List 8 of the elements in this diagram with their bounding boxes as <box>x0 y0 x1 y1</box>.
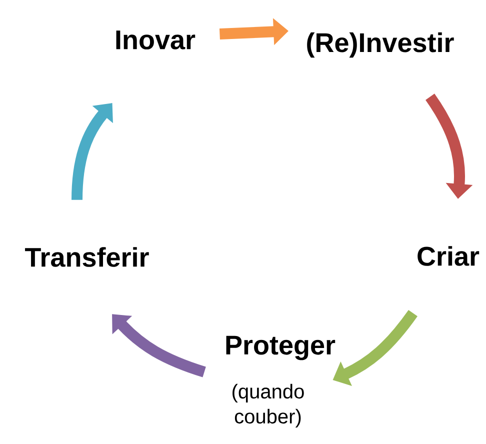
note-text: (quando couber) <box>232 384 304 428</box>
cycle-label: Proteger <box>226 336 336 360</box>
curved-arrow <box>112 314 206 378</box>
cycle-label: Inovar <box>116 30 196 50</box>
curved-arrow <box>72 103 113 200</box>
cycle-label: Criar <box>418 246 480 266</box>
cycle-label: Transferir <box>25 247 149 267</box>
cycle-label: (Re)Investir <box>307 32 454 58</box>
